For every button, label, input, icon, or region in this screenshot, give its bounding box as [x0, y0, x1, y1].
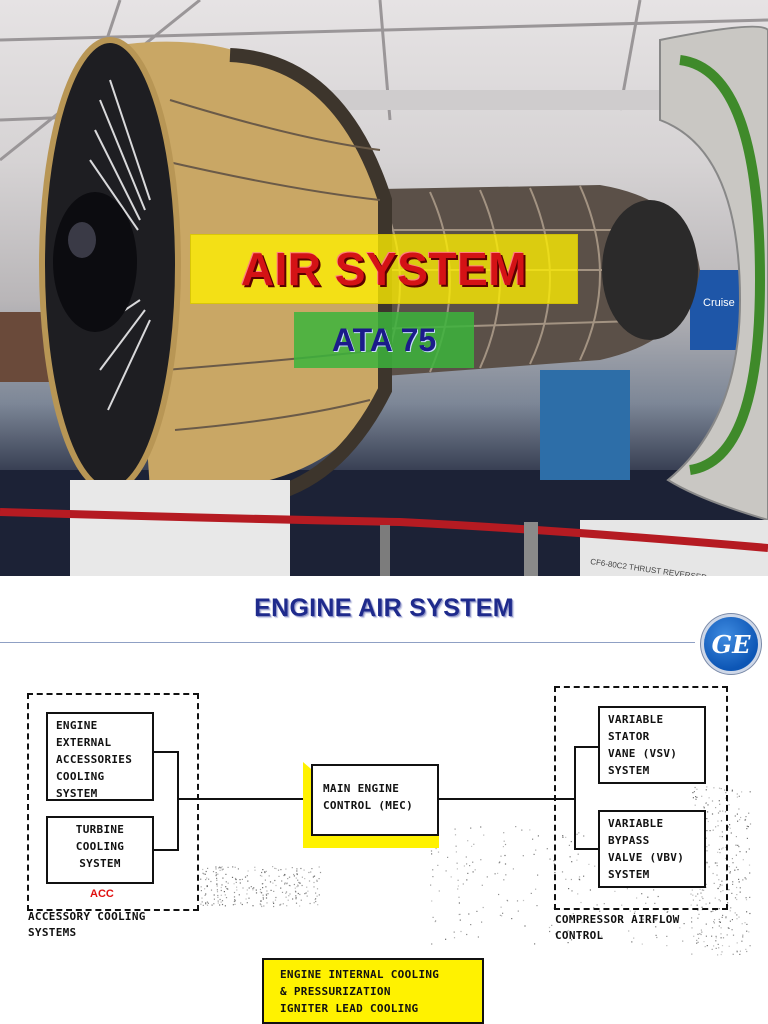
box-line: VANE (VSV) — [608, 747, 678, 760]
box-line: ENGINE — [56, 719, 98, 732]
engine-exhibit-illustration: Cruise — [0, 0, 768, 576]
ata-banner: ATA 75 — [294, 312, 474, 368]
caption-line: COMPRESSOR AIRFLOW — [555, 913, 680, 926]
engine-internal-cooling-box: ENGINE INTERNAL COOLING & PRESSURIZATION… — [262, 958, 484, 1024]
air-system-diagram: ENGINE AIR SYSTEM GE ENGINE EXTERNAL ACC… — [0, 576, 768, 1024]
title-banner: AIR SYSTEM — [190, 234, 578, 304]
connector — [154, 849, 178, 851]
vsv-box: VARIABLE STATOR VANE (VSV) SYSTEM — [598, 706, 706, 784]
caption-line: SYSTEMS — [28, 926, 77, 939]
connector — [178, 798, 304, 800]
cruise-sign-text: Cruise — [703, 297, 735, 309]
ge-logo-text: GE — [711, 629, 751, 659]
ge-logo: GE — [704, 617, 758, 671]
connector — [439, 798, 575, 800]
diagram-title: ENGINE AIR SYSTEM — [254, 594, 514, 622]
connector — [574, 848, 598, 850]
box-line: VALVE (VBV) — [608, 851, 685, 864]
box-line: CONTROL (MEC) — [323, 799, 413, 812]
box-line: SYSTEM — [79, 857, 121, 870]
title-divider — [0, 642, 695, 643]
mec-box-3d-edge — [303, 762, 439, 848]
caption-line: CONTROL — [555, 929, 604, 942]
box-line: COOLING — [75, 840, 125, 853]
box-line: ACCESSORIES — [56, 753, 133, 766]
box-line: ENGINE INTERNAL COOLING — [280, 968, 440, 981]
connector — [574, 746, 576, 850]
accessory-cooling-caption: ACCESSORY COOLING SYSTEMS — [28, 909, 146, 941]
box-line: IGNITER LEAD COOLING — [280, 1002, 419, 1015]
box-line: SYSTEM — [608, 868, 650, 881]
acc-marker: ACC — [90, 888, 114, 900]
slide-title: AIR SYSTEM — [240, 243, 528, 295]
box-line: & PRESSURIZATION — [280, 985, 391, 998]
compressor-airflow-group — [554, 686, 728, 910]
main-engine-control-box: MAIN ENGINE CONTROL (MEC) — [311, 764, 439, 836]
box-line: SYSTEM — [608, 764, 650, 777]
box-line: BYPASS — [608, 834, 650, 847]
box-line: TURBINE — [75, 823, 125, 836]
ata-chapter: ATA 75 — [331, 321, 437, 358]
box-line: EXTERNAL — [56, 736, 112, 749]
box-line: STATOR — [608, 730, 650, 743]
vbv-box: VARIABLE BYPASS VALVE (VBV) SYSTEM — [598, 810, 706, 888]
box-line: MAIN ENGINE — [323, 782, 400, 795]
connector — [574, 746, 598, 748]
engine-external-accessories-cooling-box: ENGINE EXTERNAL ACCESSORIES COOLING SYST… — [46, 712, 154, 801]
engine-photo: Cruise — [0, 0, 768, 576]
compressor-airflow-caption: COMPRESSOR AIRFLOW CONTROL — [555, 912, 680, 944]
accessory-cooling-group — [27, 693, 199, 911]
connector — [177, 751, 179, 851]
turbine-cooling-box: TURBINE COOLING SYSTEM — [46, 816, 154, 884]
box-line: VARIABLE — [608, 817, 664, 830]
box-line: SYSTEM — [56, 787, 98, 800]
box-line: VARIABLE — [608, 713, 664, 726]
box-line: COOLING — [56, 770, 105, 783]
connector — [154, 751, 178, 753]
caption-line: ACCESSORY COOLING — [28, 910, 146, 923]
